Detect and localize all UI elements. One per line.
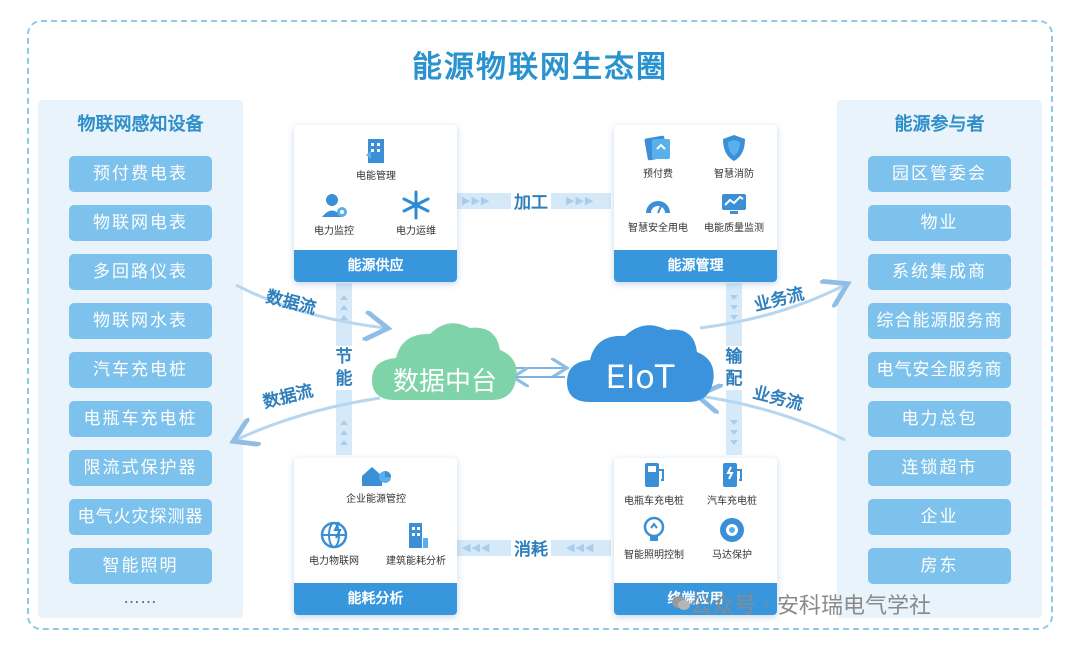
gauge-icon xyxy=(646,201,670,214)
supply-item: 电力运维 xyxy=(376,190,456,237)
watermark: 公众号 · 安科瑞电气学社 xyxy=(690,594,931,619)
participant-item: 企业 xyxy=(868,499,1011,535)
device-item: 电气火灾探测器 xyxy=(69,499,212,535)
vertical-chevrons xyxy=(340,295,738,445)
chevrons-right: ▶▶▶ xyxy=(566,194,595,207)
terminal-item: 马达保护 xyxy=(692,516,772,561)
iot-devices-title: 物联网感知设备 xyxy=(77,114,204,135)
energy-management-title: 能源管理 xyxy=(614,250,777,282)
device-item: 汽车充电桩 xyxy=(69,352,212,388)
bulb-icon xyxy=(643,516,665,541)
terminal-application-card: 电瓶车充电桩 汽车充电桩 智能照明控制 马达保护 终端应用 xyxy=(614,458,777,615)
device-item: 限流式保护器 xyxy=(69,450,212,486)
chevrons-left: ◀◀◀ xyxy=(462,541,491,554)
monitor-icon xyxy=(722,194,746,214)
page-title: 能源物联网生态圈 xyxy=(412,50,668,85)
wechat-icon xyxy=(672,596,690,610)
ecosystem-frame xyxy=(27,20,1053,630)
device-item: 多回路仪表 xyxy=(69,254,212,290)
chevrons-right: ▶▶▶ xyxy=(462,194,491,207)
energy-analysis-title: 能耗分析 xyxy=(294,583,457,615)
ev-charger-icon xyxy=(645,463,664,487)
energy-supply-title: 能源供应 xyxy=(294,250,457,282)
snowflake-icon xyxy=(402,190,430,220)
supply-item: 电能管理 xyxy=(336,135,416,182)
data-platform-cloud xyxy=(372,323,517,400)
management-item: 智慧安全用电 xyxy=(618,191,698,234)
more-ellipsis: …… xyxy=(123,588,158,607)
participant-item: 连锁超市 xyxy=(868,450,1011,486)
device-item: 预付费电表 xyxy=(69,156,212,192)
participants-title: 能源参与者 xyxy=(894,114,985,135)
flow-label-save-energy: 节能 xyxy=(334,346,354,390)
management-item: 预付费 xyxy=(618,133,698,180)
analysis-item: 企业能源管控 xyxy=(336,464,416,505)
device-item: 物联网电表 xyxy=(69,205,212,241)
energy-supply-card: 电能管理 电力监控 电力运维 能源供应 xyxy=(294,125,457,282)
analysis-item: 电力物联网 xyxy=(294,520,374,567)
engineer-icon xyxy=(322,194,347,217)
business-flow-out-arrow xyxy=(699,285,845,330)
data-flow-in-arrow xyxy=(235,283,385,328)
participant-item: 物业 xyxy=(868,205,1011,241)
terminal-application-title: 终端应用 xyxy=(614,583,777,615)
terminal-item: 电瓶车充电桩 xyxy=(614,460,694,507)
eiot-label: EIoT xyxy=(605,358,675,396)
data-flow-out-arrow xyxy=(236,396,381,440)
management-item: 智慧消防 xyxy=(694,133,774,180)
chevrons-left: ◀◀◀ xyxy=(566,541,595,554)
motor-icon xyxy=(720,518,744,542)
management-item: 电能质量监测 xyxy=(694,191,774,234)
card-icon xyxy=(644,135,670,161)
energy-participants-panel: 能源参与者 园区管委会 物业 系统集成商 综合能源服务商 电气安全服务商 电力总… xyxy=(837,100,1042,618)
eiot-cloud xyxy=(567,325,714,402)
participant-item: 电气安全服务商 xyxy=(868,352,1011,388)
participant-item: 园区管委会 xyxy=(868,156,1011,192)
device-item: 智能照明 xyxy=(69,548,212,584)
participant-item: 系统集成商 xyxy=(868,254,1011,290)
flow-label-consume: 消耗 xyxy=(511,535,551,560)
building-icon xyxy=(366,139,384,163)
supply-item: 电力监控 xyxy=(294,190,374,237)
energy-management-card: 预付费 智慧消防 智慧安全用电 电能质量监测 能源管理 xyxy=(614,125,777,282)
participant-item: 房东 xyxy=(868,548,1011,584)
home-chart-icon xyxy=(362,467,391,486)
flow-label-distribution: 输配 xyxy=(724,346,744,390)
terminal-item: 智能照明控制 xyxy=(614,516,694,561)
iot-devices-panel: 物联网感知设备 预付费电表 物联网电表 多回路仪表 物联网水表 汽车充电桩 电瓶… xyxy=(38,100,243,618)
business-flow-in-arrow xyxy=(700,396,846,442)
analysis-item: 建筑能耗分析 xyxy=(376,520,456,567)
participant-item: 综合能源服务商 xyxy=(868,303,1011,339)
flow-label-process: 加工 xyxy=(511,188,551,213)
energy-analysis-card: 企业能源管控 电力物联网 建筑能耗分析 能耗分析 xyxy=(294,458,457,615)
device-item: 物联网水表 xyxy=(69,303,212,339)
shield-icon xyxy=(723,135,745,161)
device-item: 电瓶车充电桩 xyxy=(69,401,212,437)
globe-icon xyxy=(320,521,348,549)
terminal-item: 汽车充电桩 xyxy=(692,460,772,507)
tower-icon xyxy=(409,523,428,548)
participant-item: 电力总包 xyxy=(868,401,1011,437)
car-charger-icon xyxy=(723,463,742,487)
data-platform-label: 数据中台 xyxy=(392,367,497,397)
